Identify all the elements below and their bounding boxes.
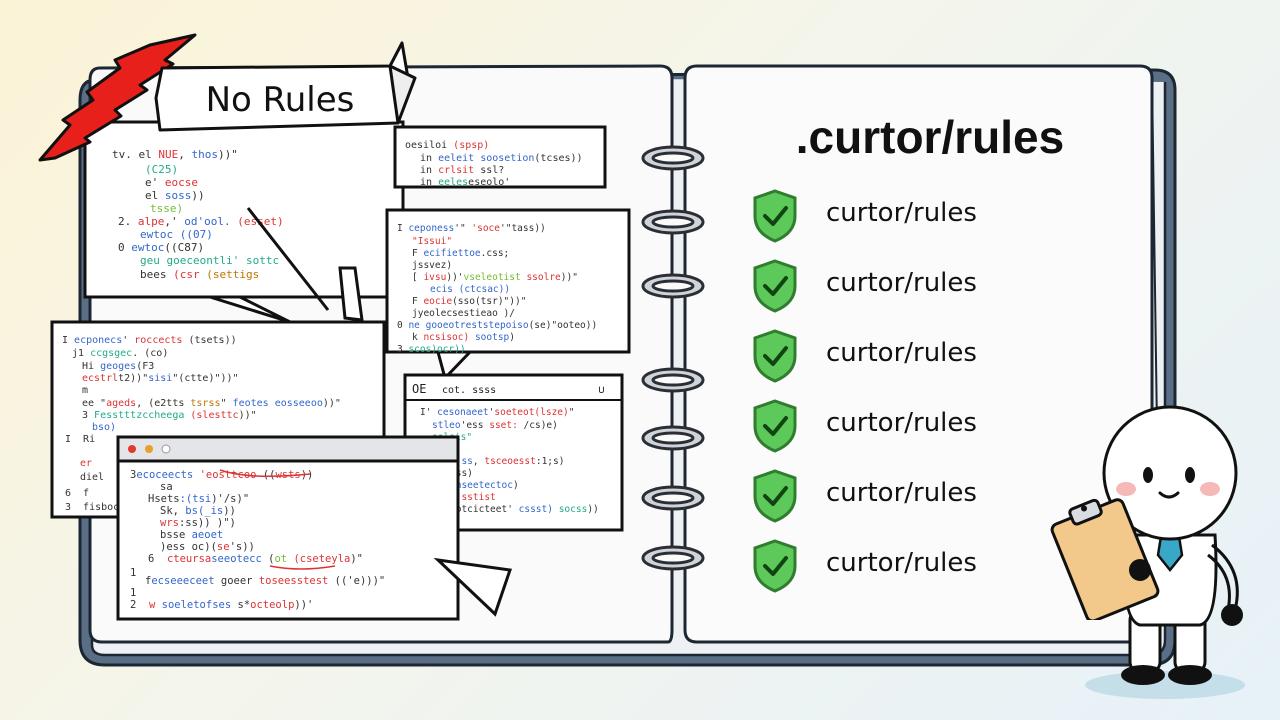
svg-text:in eeleseseolo': in eeleseseolo' bbox=[420, 177, 510, 188]
rules-title: .curtor/rules bbox=[795, 111, 1065, 163]
svg-text:6 f: 6 f bbox=[65, 488, 89, 499]
shield-check-icon bbox=[753, 469, 797, 523]
svg-text:[ ivsu))'vseleotist ssolre))": [ ivsu))'vseleotist ssolre))" bbox=[412, 272, 578, 283]
svg-text:[otcicteet' cssst) socss)): [otcicteet' cssst) socss)) bbox=[450, 504, 599, 515]
shield-check-icon bbox=[753, 329, 797, 383]
small-window-title: cot. ssss bbox=[442, 385, 496, 396]
rule-item-label: curtor/rules bbox=[826, 268, 977, 298]
svg-text:wrs:ss)) )"): wrs:ss)) )") bbox=[160, 517, 236, 529]
svg-text:e' eocse: e' eocse bbox=[145, 176, 198, 189]
svg-text:diel: diel bbox=[80, 472, 104, 483]
svg-text:0 ne gooeotreststepoiso(se)"oo: 0 ne gooeotreststepoiso(se)"ooteo)) bbox=[397, 320, 597, 331]
svg-text:fecseeeceet goeer toseesstest: fecseeeceet goeer toseesstest (('e)))" bbox=[145, 575, 385, 587]
rule-item-label: curtor/rules bbox=[826, 198, 977, 228]
svg-text:F ecifiettoe.css;: F ecifiettoe.css; bbox=[412, 248, 509, 259]
svg-text:Hsets:(tsi)'/s)": Hsets:(tsi)'/s)" bbox=[148, 493, 249, 505]
svg-text:oesiloi (spsp): oesiloi (spsp) bbox=[405, 140, 489, 151]
svg-text:3 fisboc: 3 fisboc bbox=[65, 502, 119, 513]
svg-text:tsse): tsse) bbox=[150, 202, 183, 215]
svg-text:1: 1 bbox=[130, 567, 136, 579]
svg-text:1: 1 bbox=[130, 587, 136, 599]
svg-text:Hi geoges(F3: Hi geoges(F3 bbox=[82, 361, 154, 372]
svg-text:uss): uss) bbox=[450, 468, 473, 479]
code-window-f: 3ecoceects 'eosttcoo ((wsts)) sa Hsets:(… bbox=[116, 435, 460, 621]
svg-text:in eeleit soosetion(tcses)): in eeleit soosetion(tcses)) bbox=[420, 153, 583, 164]
rule-item: curtor/rules bbox=[750, 538, 1080, 594]
svg-text:F eocie(sso(tsr)"))": F eocie(sso(tsr)"))" bbox=[412, 296, 526, 307]
svg-text:)ess oc)(se's)): )ess oc)(se's)) bbox=[160, 541, 255, 553]
svg-text:geu goeceontli' sottc: geu goeceontli' sottc bbox=[140, 254, 279, 267]
shield-check-icon bbox=[753, 189, 797, 243]
clipboard-icon bbox=[1050, 498, 1160, 620]
svg-text:sa: sa bbox=[160, 481, 173, 493]
svg-text:m: m bbox=[82, 385, 88, 396]
code-window-b: oesiloi (spsp) in eeleit soosetion(tcses… bbox=[393, 125, 607, 189]
rule-item: curtor/rules bbox=[750, 188, 1080, 244]
rule-item: curtor/rules bbox=[750, 328, 1080, 384]
svg-text:ecis (ctcsac)): ecis (ctcsac)) bbox=[430, 284, 510, 295]
shield-check-icon bbox=[753, 539, 797, 593]
rule-item: curtor/rules bbox=[750, 258, 1080, 314]
svg-text:c)sstist: c)sstist bbox=[450, 492, 496, 503]
mascot-character bbox=[1085, 405, 1245, 699]
rule-item-label: curtor/rules bbox=[826, 408, 977, 438]
svg-text:bees (csr (settigs: bees (csr (settigs bbox=[140, 268, 259, 281]
svg-text:∪: ∪ bbox=[598, 383, 605, 396]
svg-text:ewtoc ((07): ewtoc ((07) bbox=[140, 228, 213, 241]
rule-item: curtor/rules bbox=[750, 398, 1080, 454]
svg-text:[nseetectoc): [nseetectoc) bbox=[450, 480, 519, 491]
svg-text:OE: OE bbox=[412, 382, 426, 396]
svg-text:I ceponess'" 'soce'"tass)): I ceponess'" 'soce'"tass)) bbox=[397, 223, 546, 234]
svg-text:in crlsit ssl?: in crlsit ssl? bbox=[420, 165, 504, 176]
svg-text:Sk, bs(_is)): Sk, bs(_is)) bbox=[160, 505, 236, 517]
svg-text:ecstrlt2))"sisi"(ctte)"))": ecstrlt2))"sisi"(ctte)"))" bbox=[82, 373, 239, 384]
shield-check-icon bbox=[753, 399, 797, 453]
svg-text:"Issui": "Issui" bbox=[412, 236, 452, 247]
svg-text:k ncsisoc) sootsp): k ncsisoc) sootsp) bbox=[412, 332, 515, 343]
no-rules-label: No Rules bbox=[205, 80, 355, 120]
svg-text:2 w soeletofses s*octeolp))': 2 w soeletofses s*octeolp))' bbox=[130, 599, 313, 611]
svg-text:jyeolecsestieao )/: jyeolecsestieao )/ bbox=[412, 308, 515, 319]
svg-text:el soss)): el soss)) bbox=[145, 189, 205, 202]
spiral-ring-icon bbox=[641, 145, 705, 571]
svg-text:3 scos)ocr)): 3 scos)ocr)) bbox=[397, 344, 466, 355]
svg-text:tv. el NUE, thos))": tv. el NUE, thos))" bbox=[112, 148, 238, 161]
svg-text:0 ewtoc((C87): 0 ewtoc((C87) bbox=[118, 241, 204, 254]
svg-text:er: er bbox=[80, 458, 92, 469]
svg-text:3 Fesstttzccheega (slesttc))": 3 Fesstttzccheega (slesttc))" bbox=[82, 410, 257, 421]
svg-text:I ecponecs' roccects (tsets)): I ecponecs' roccects (tsets)) bbox=[62, 335, 237, 346]
code-chaos: tv. el NUE, thos))" (C25) e' eocse el so… bbox=[50, 120, 631, 621]
shield-check-icon bbox=[753, 259, 797, 313]
svg-text:I Ri: I Ri bbox=[65, 434, 95, 445]
no-rules-banner bbox=[154, 41, 417, 132]
svg-text:ee "ageds, (e2tts tsrss" feote: ee "ageds, (e2tts tsrss" feotes eosseeoo… bbox=[82, 398, 341, 409]
rule-item-label: curtor/rules bbox=[826, 338, 977, 368]
svg-text:jssvez): jssvez) bbox=[412, 260, 452, 271]
code-window-c: I ceponess'" 'soce'"tass)) "Issui" F eci… bbox=[385, 208, 631, 381]
svg-text:bsse aeoet: bsse aeoet bbox=[160, 529, 223, 541]
svg-text:9'ss, tsceoesst:1;s): 9'ss, tsceoesst:1;s) bbox=[450, 456, 564, 467]
svg-text:stleo'ess sset: /cs)e): stleo'ess sset: /cs)e) bbox=[432, 420, 558, 431]
svg-text:bso): bso) bbox=[92, 422, 116, 433]
rule-item-label: curtor/rules bbox=[826, 548, 977, 578]
lightning-icon bbox=[38, 33, 197, 162]
svg-text:I' cesonaeet'soeteot(lsze)": I' cesonaeet'soeteot(lsze)" bbox=[420, 407, 574, 418]
svg-text:j1 ccgsgec. (co): j1 ccgsgec. (co) bbox=[72, 348, 168, 359]
svg-text:6 cteursaseeotecc (ot (csetey: 6 cteursaseeotecc (ot (cseteyla)" bbox=[148, 553, 363, 565]
rule-item: curtor/rules bbox=[750, 468, 1080, 524]
svg-text:(C25): (C25) bbox=[145, 163, 178, 176]
rule-item-label: curtor/rules bbox=[826, 478, 977, 508]
